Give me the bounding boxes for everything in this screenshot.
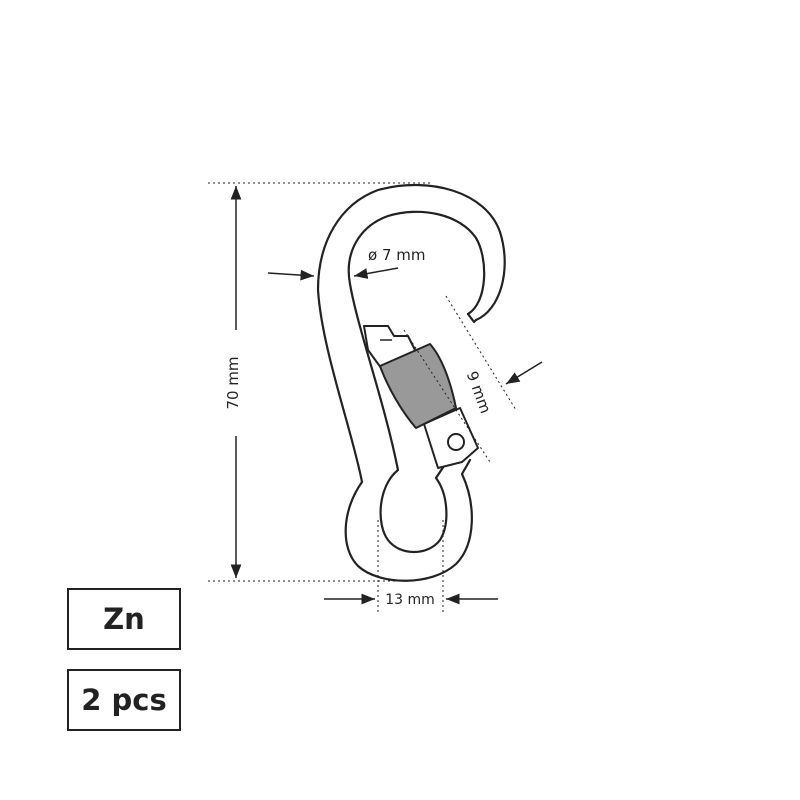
gate-extension-line-upper <box>445 295 517 411</box>
eye-width-label: 13 mm <box>385 592 435 608</box>
length-label: 70 mm <box>224 356 242 409</box>
wire-diameter-label: ø 7 mm <box>368 246 425 264</box>
diameter-arrow-left <box>267 269 315 281</box>
dimension-eye-width <box>324 520 498 612</box>
material-label: Zn <box>103 602 145 636</box>
dimension-wire-diameter <box>267 267 399 281</box>
gate <box>363 325 479 469</box>
carabiner-hook <box>316 183 506 582</box>
gate-opening-arrow <box>505 361 543 385</box>
pivot-rivet-icon <box>447 433 465 451</box>
gate-opening-label: 9 mm <box>463 369 495 416</box>
gate-extension-line-lower <box>403 329 491 463</box>
quantity-label: 2 pcs <box>81 683 167 717</box>
hook-notch <box>466 312 478 324</box>
quantity-badge: 2 pcs <box>67 669 181 731</box>
diameter-arrow-right <box>353 267 399 279</box>
hook-outer-contour <box>316 183 506 582</box>
material-badge: Zn <box>67 588 181 650</box>
dimension-length <box>208 182 430 582</box>
gate-sleeve <box>379 343 457 429</box>
hook-inner-contour <box>347 210 486 553</box>
dimension-gate-opening <box>403 295 543 463</box>
